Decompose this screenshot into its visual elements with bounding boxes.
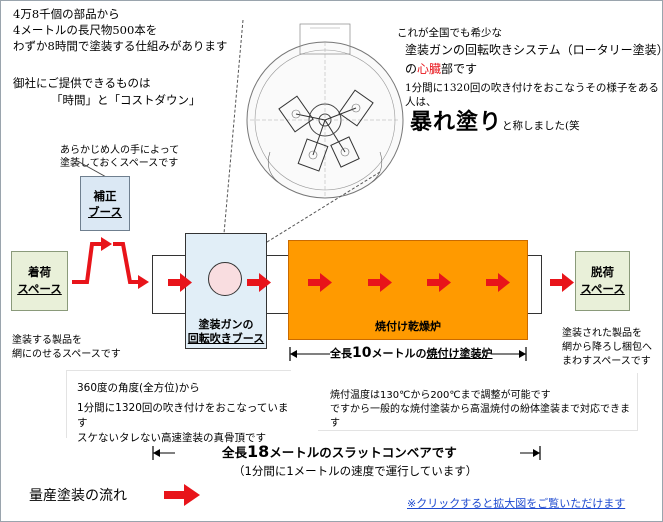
- callout-line-right: [237, 171, 381, 261]
- abare-nuri-heading: 暴れ塗りと称しました(笑: [410, 104, 580, 136]
- hosei-booth[interactable]: 補正 ブース: [80, 176, 130, 231]
- conveyor-length-suffix: メートルのスラットコンベアです: [269, 445, 457, 460]
- intro-line-4: 御社にご提供できるものは: [13, 76, 151, 90]
- flow-arrow-2: [247, 273, 271, 292]
- gun-desc-2: 1分間に1320回の吹き付けをおこなっています: [77, 402, 289, 429]
- intro-text: 4万8千個の部品から 4メートルの長尺物500本を わずか8時間で塗装する仕組み…: [13, 6, 227, 54]
- oven-description: 焼付温度は130℃から200℃まで調整が可能です ですから一般的な焼付塗装から高…: [318, 373, 638, 431]
- rotary-line-4: 1分間に1320回の吹き付けをおこなうその様子をある人は、: [405, 82, 659, 108]
- dakuni-space[interactable]: 脱荷 スペース: [575, 251, 630, 311]
- bent-arrow-from-hosei: [113, 242, 149, 289]
- gun-desc-1: 360度の角度(全方位)から: [77, 382, 200, 394]
- oven-label: 焼付け乾燥炉: [375, 320, 441, 333]
- flow-arrow-1: [168, 273, 192, 292]
- dakuni-label-1: 脱荷: [591, 265, 614, 279]
- hosei-label-2: ブース: [88, 204, 122, 219]
- conveyor-length-label: 全長18メートルのスラットコンベアです: [222, 442, 457, 461]
- hosei-label-1: 補正: [93, 188, 117, 203]
- flow-arrow-4: [368, 273, 392, 292]
- gun-circle: [208, 262, 242, 296]
- oven-desc-1: 焼付温度は130℃から200℃まで調整が可能です: [330, 390, 551, 401]
- chakuni-note-1: 塗装する製品を: [12, 335, 82, 346]
- abare-nuri-suffix: と称しました(笑: [502, 120, 580, 132]
- gun-label: 塗装ガンの 回転吹きブース: [185, 318, 267, 346]
- callout-line-left: [221, 19, 244, 257]
- chakuni-label-1: 着荷: [28, 265, 51, 279]
- flow-arrow-5: [427, 273, 451, 292]
- dakuni-note-2: 網から降ろし梱包へ: [562, 342, 652, 353]
- rotary-line-1: これが全国でも希少な: [397, 27, 502, 39]
- dakuni-label-2: スペース: [580, 282, 625, 296]
- abare-nuri-text: 暴れ塗り: [410, 109, 503, 135]
- bent-arrow-to-hosei: [72, 237, 112, 284]
- rotary-drawing-image[interactable]: [240, 2, 410, 217]
- oven-length-tail: 焼付け塗装炉: [426, 347, 493, 360]
- enlarge-link[interactable]: ※クリックすると拡大図をご覧いただけます: [407, 497, 626, 510]
- conveyor-length-number: 18: [247, 442, 270, 461]
- hosei-note-2: 塗装しておくスペースです: [60, 158, 179, 169]
- oven-length-suffix: メートルの: [371, 347, 427, 360]
- rotary-line-2: 塗装ガンの回転吹きシステム（ロータリー塗装）: [405, 43, 663, 57]
- chakuni-label-2: スペース: [17, 282, 62, 296]
- flow-arrow-3: [308, 273, 332, 292]
- gun-label-1: 塗装ガンの: [198, 318, 254, 331]
- gun-label-2: 回転吹きブース: [187, 332, 265, 345]
- rotary-line-3: の心臓部です: [405, 61, 477, 77]
- chakuni-note: 塗装する製品を 網にのせるスペースです: [12, 334, 121, 362]
- conveyor-length-prefix: 全長: [222, 445, 248, 460]
- hosei-note: あらかじめ人の手によって 塗装しておくスペースです: [60, 144, 179, 170]
- intro-line-2: 4メートルの長尺物500本を: [13, 23, 158, 37]
- oven[interactable]: [288, 240, 528, 340]
- chakuni-note-2: 網にのせるスペースです: [12, 349, 121, 360]
- dakuni-note: 塗装された製品を 網から降ろし梱包へ まわすスペースです: [562, 327, 652, 369]
- rotary-line-3-suffix: 部です: [441, 62, 478, 76]
- oven-length-label: 全長10メートルの焼付け塗装炉: [330, 345, 492, 361]
- legend-label: 量産塗装の流れ: [29, 488, 127, 504]
- intro-line-3: わずか8時間で塗装する仕組みがあります: [13, 39, 228, 53]
- oven-desc-2: ですから一般的な焼付塗装から高温焼付の紛体塗装まで対応できます: [330, 404, 630, 429]
- intro-line-5: 「時間」と「コストダウン」: [51, 93, 201, 107]
- chakuni-space[interactable]: 着荷 スペース: [11, 251, 68, 311]
- dakuni-note-3: まわすスペースです: [562, 356, 651, 367]
- oven-length-prefix: 全長: [330, 347, 352, 360]
- flow-arrow-7: [550, 273, 574, 292]
- gun-description: 360度の角度(全方位)から 1分間に1320回の吹き付けをおこなっています ス…: [66, 370, 291, 444]
- rotary-line-3-prefix: の: [405, 62, 418, 76]
- intro-offer: 御社にご提供できるものは 「時間」と「コストダウン」: [13, 75, 201, 109]
- flow-arrow-6: [486, 273, 510, 292]
- hosei-note-1: あらかじめ人の手によって: [60, 145, 180, 156]
- oven-length-number: 10: [352, 345, 372, 361]
- legend-arrow-icon: [164, 484, 200, 506]
- heart-word: 心臓: [417, 62, 442, 76]
- conveyor-speed: （1分間に1メートルの速度で運行しています）: [233, 464, 478, 478]
- intro-line-1: 4万8千個の部品から: [13, 7, 120, 21]
- gun-desc-3: スケないタレない高速塗装の真骨頂です: [77, 432, 266, 444]
- dakuni-note-1: 塗装された製品を: [562, 328, 642, 339]
